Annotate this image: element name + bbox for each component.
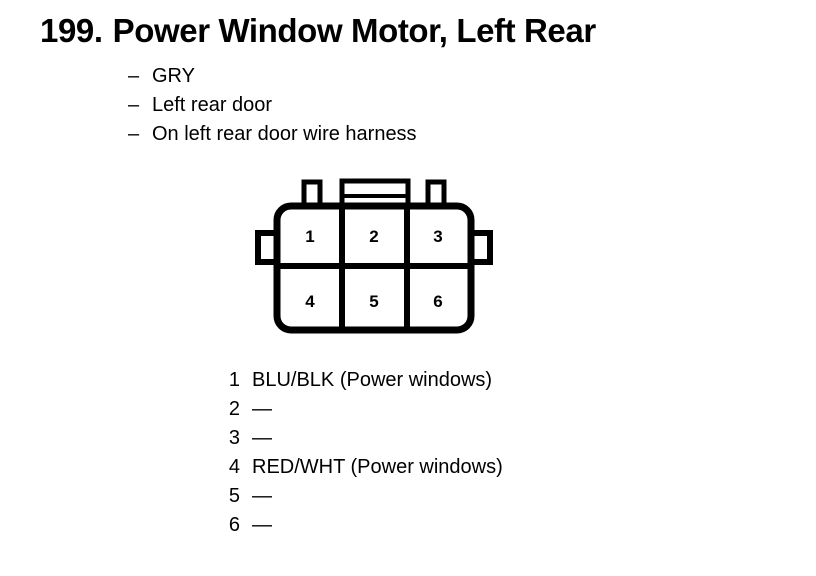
connector-top-right-tab xyxy=(425,179,447,209)
dash-bullet-icon: – xyxy=(128,123,140,145)
attribute-item: – Left rear door xyxy=(128,91,748,120)
pin-list-row-number: 2 xyxy=(228,398,240,420)
pin-list-row-number: 3 xyxy=(228,427,240,449)
pin-list-row-description: RED/WHT (Power windows) xyxy=(252,456,503,478)
pin-list-row: 5 — xyxy=(224,482,784,511)
dash-bullet-icon: – xyxy=(128,65,140,87)
connector-pin-2: 2 xyxy=(369,227,378,246)
pin-list-row-description: — xyxy=(252,398,272,420)
attribute-item: – GRY xyxy=(128,62,748,91)
pin-list-row: 2 — xyxy=(224,395,784,424)
connector-top-left-tab xyxy=(301,179,323,209)
connector-pin-3: 3 xyxy=(433,227,442,246)
connector-outline-graphic: 1 2 3 4 5 6 xyxy=(255,178,493,334)
attribute-item-label: On left rear door wire harness xyxy=(152,123,417,145)
pin-list-row-description: — xyxy=(252,514,272,536)
pin-list-row: 3 — xyxy=(224,424,784,453)
pin-list-row-number: 1 xyxy=(228,369,240,391)
attribute-list: – GRY – Left rear door – On left rear do… xyxy=(128,62,748,149)
pin-assignment-list: 1 BLU/BLK (Power windows) 2 — 3 — 4 RED/… xyxy=(224,366,784,540)
connector-pin-4: 4 xyxy=(305,292,315,311)
pin-list-row-number: 4 xyxy=(228,456,240,478)
connector-pin-5: 5 xyxy=(369,292,378,311)
attribute-item-label: GRY xyxy=(152,65,195,87)
connector-pin-1: 1 xyxy=(305,227,314,246)
attribute-item-label: Left rear door xyxy=(152,94,273,116)
pin-list-row-description: — xyxy=(252,427,272,449)
pin-list-row-number: 5 xyxy=(228,485,240,507)
pin-list-row-description: — xyxy=(252,485,272,507)
attribute-item: – On left rear door wire harness xyxy=(128,120,748,149)
page-title-text: Power Window Motor, Left Rear xyxy=(112,12,597,49)
connector-top-center-latch xyxy=(339,178,411,209)
dash-bullet-icon: – xyxy=(128,94,140,116)
connector-diagram: 1 2 3 4 5 6 xyxy=(248,176,508,341)
pin-list-row: 1 BLU/BLK (Power windows) xyxy=(224,366,784,395)
page-title: 199.Power Window Motor, Left Rear xyxy=(40,12,596,50)
pin-list-row-description: BLU/BLK (Power windows) xyxy=(252,369,493,391)
page-title-number: 199. xyxy=(40,12,103,49)
pin-list-row-number: 6 xyxy=(228,514,240,536)
connector-pin-6: 6 xyxy=(433,292,442,311)
pin-list-row: 4 RED/WHT (Power windows) xyxy=(224,453,784,482)
pin-list-row: 6 — xyxy=(224,511,784,540)
